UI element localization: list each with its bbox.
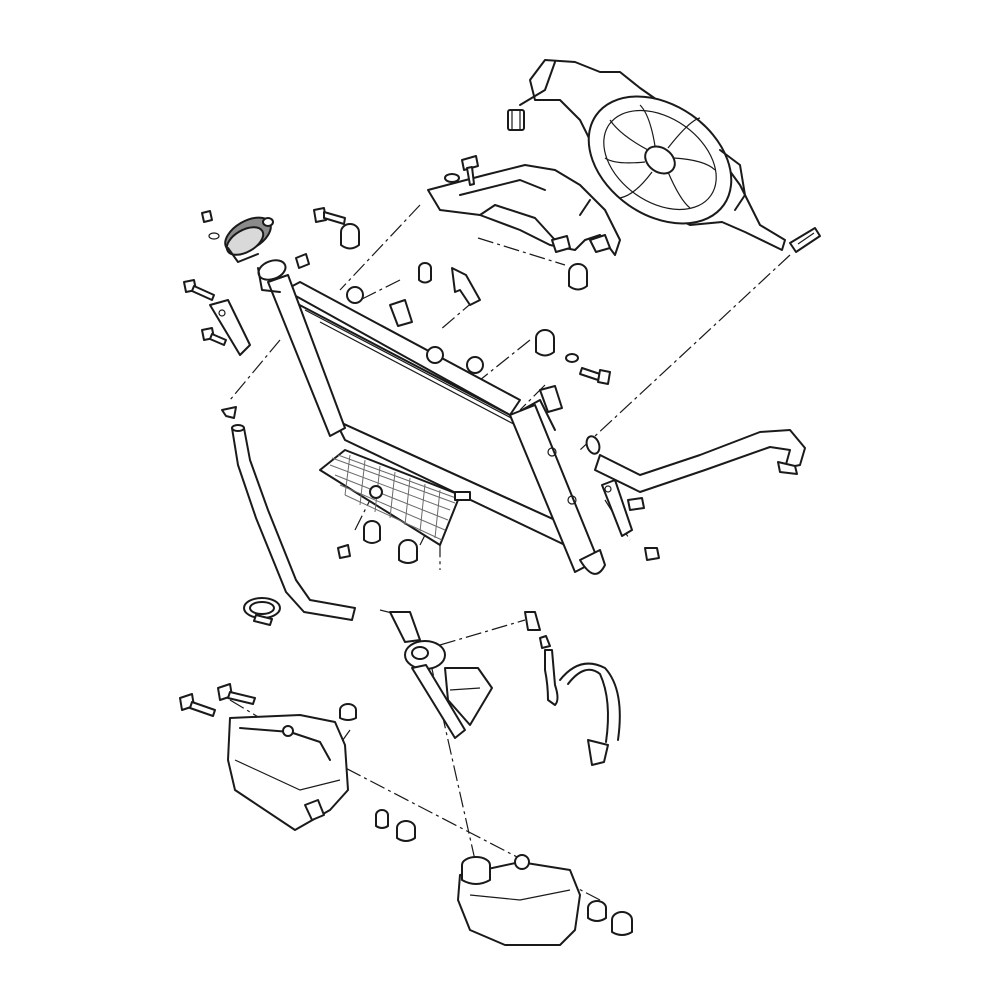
small-screw	[201, 210, 220, 240]
upper-coolant-hose	[585, 429, 806, 493]
lower-coolant-hose	[221, 406, 356, 621]
reservoir-tank-upper	[227, 714, 349, 831]
fan-mount-bolt	[789, 227, 821, 253]
cooling-fan	[507, 59, 786, 251]
overflow-hose	[524, 611, 621, 766]
radiator-side-tank-left	[257, 253, 346, 437]
fan-shroud	[427, 164, 621, 256]
rubber-grommet	[587, 900, 607, 922]
collar	[375, 809, 389, 829]
rubber-grommet	[568, 263, 588, 291]
bolt	[579, 367, 611, 385]
protective-grille	[319, 449, 471, 546]
rubber-grommet	[339, 703, 357, 721]
bolt	[313, 207, 346, 225]
thermostat-housing	[389, 611, 466, 739]
reservoir-tank-lower	[457, 854, 581, 946]
hose-clamp	[243, 597, 281, 626]
bracket-bolt	[183, 279, 227, 346]
collar	[611, 911, 633, 936]
mounting-bracket	[451, 267, 481, 306]
clip	[539, 385, 563, 413]
shroud-screw	[444, 155, 479, 186]
left-mounting-bracket	[209, 299, 251, 356]
bolt	[627, 497, 660, 561]
grille-mount-hardware	[337, 520, 418, 564]
radiator-side-tank-right	[509, 399, 606, 575]
washer	[565, 353, 579, 363]
collar	[418, 262, 432, 284]
tank-bolt	[179, 683, 256, 717]
hose-bracket	[601, 479, 633, 537]
clip	[389, 299, 413, 327]
clamp-cover	[444, 667, 493, 726]
radiator-cap	[224, 216, 274, 263]
rubber-grommet	[535, 329, 555, 357]
rubber-grommet	[396, 820, 416, 842]
rubber-grommet	[340, 223, 360, 250]
